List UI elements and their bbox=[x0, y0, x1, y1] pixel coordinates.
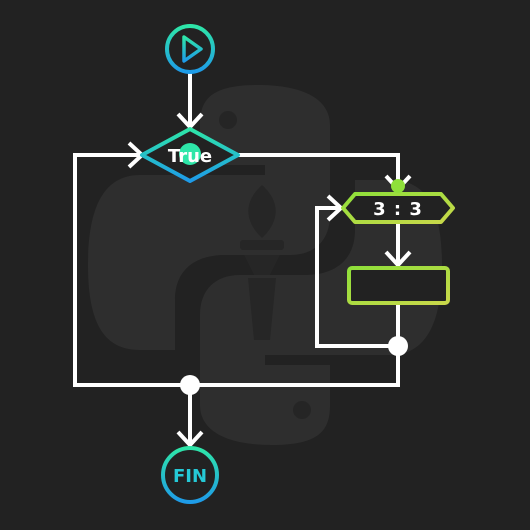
arrowhead-into-block bbox=[384, 250, 412, 268]
condition-label: True bbox=[168, 146, 212, 167]
snake-upper-shape bbox=[88, 85, 330, 350]
start-node[interactable] bbox=[165, 24, 215, 74]
outer-junction-dot bbox=[180, 375, 200, 395]
condition-indicator-dot bbox=[179, 143, 201, 165]
python-torch-logo-watermark bbox=[88, 85, 442, 445]
edge-inner-loop-back bbox=[315, 206, 398, 348]
range-label: 3 : 3 bbox=[373, 199, 423, 220]
range-indicator-dot bbox=[391, 179, 405, 193]
inner-junction-dot bbox=[388, 336, 408, 356]
range-node[interactable]: 3 : 3 bbox=[341, 192, 455, 224]
end-node[interactable]: FIN bbox=[161, 446, 219, 504]
end-label: FIN bbox=[173, 466, 207, 487]
condition-node[interactable]: True bbox=[140, 127, 240, 183]
edge-outer-loop-back bbox=[73, 153, 190, 387]
play-icon bbox=[182, 35, 203, 63]
snake-lower-shape bbox=[200, 180, 442, 445]
torch-shape bbox=[240, 185, 284, 340]
edge-inner-junction-to-outer bbox=[190, 346, 400, 387]
body-block[interactable] bbox=[347, 266, 450, 305]
arrowhead-into-end bbox=[176, 430, 204, 448]
edge-condition-true-to-range bbox=[238, 153, 400, 187]
